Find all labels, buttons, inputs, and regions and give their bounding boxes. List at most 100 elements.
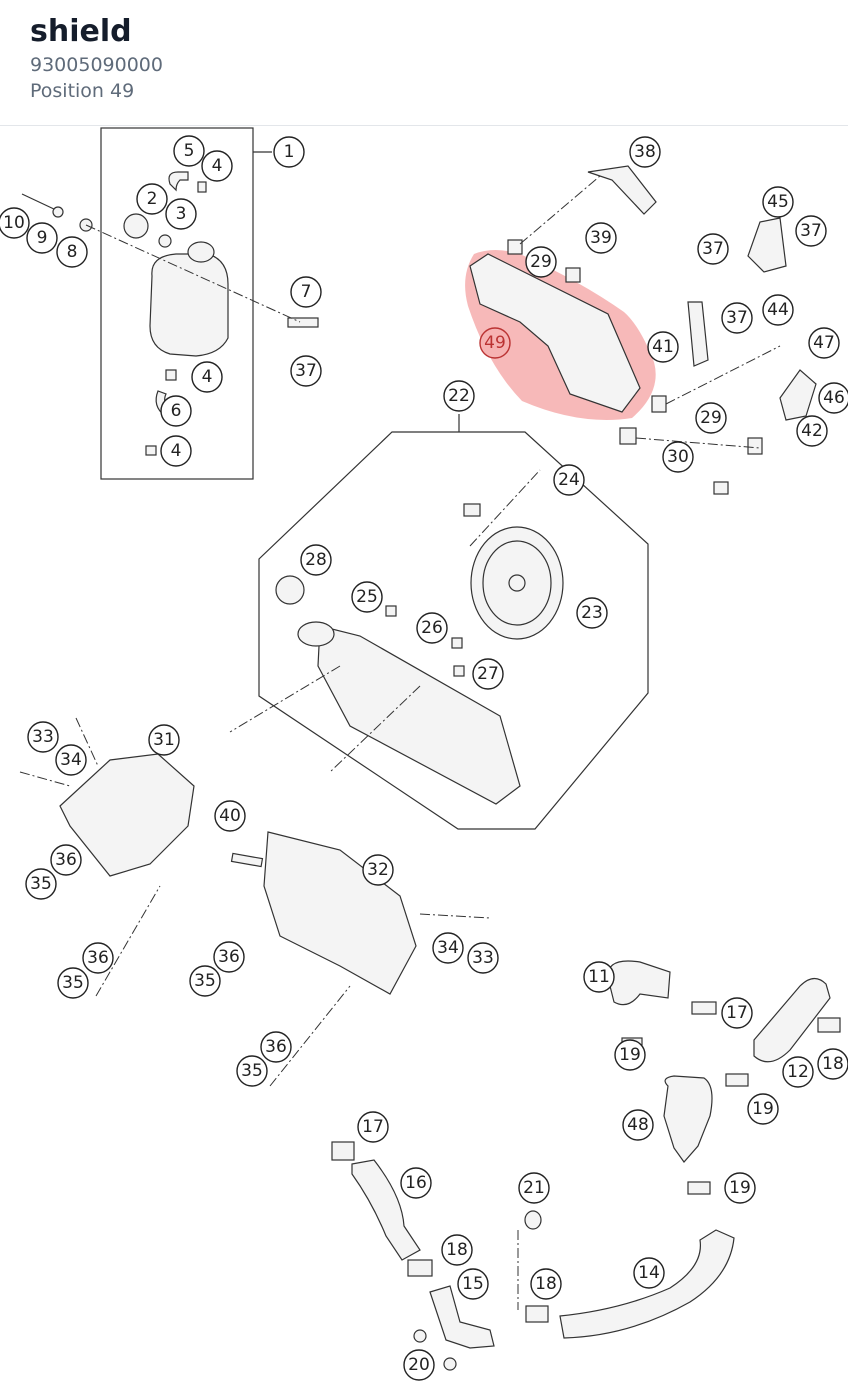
callout-42[interactable]: 42 — [796, 415, 828, 447]
callout-48[interactable]: 48 — [622, 1109, 654, 1141]
shield-49[interactable] — [469, 253, 641, 413]
bracket-45 — [747, 217, 787, 273]
callout-33[interactable]: 33 — [467, 942, 499, 974]
fan-connector — [463, 503, 481, 517]
callout-27[interactable]: 27 — [472, 658, 504, 690]
screw-26 — [451, 637, 463, 649]
callout-44[interactable]: 44 — [762, 294, 794, 326]
callout-4[interactable]: 4 — [191, 361, 223, 393]
radiator-core — [317, 625, 521, 805]
callout-45[interactable]: 45 — [762, 186, 794, 218]
rubber-mount-30 — [619, 427, 637, 445]
callout-5[interactable]: 5 — [173, 135, 205, 167]
callout-4[interactable]: 4 — [160, 435, 192, 467]
callout-46[interactable]: 46 — [818, 382, 848, 414]
callout-37[interactable]: 37 — [721, 302, 753, 334]
callout-17[interactable]: 17 — [357, 1111, 389, 1143]
callout-47[interactable]: 47 — [808, 327, 840, 359]
callout-37[interactable]: 37 — [697, 233, 729, 265]
callout-11[interactable]: 11 — [583, 961, 615, 993]
callout-31[interactable]: 31 — [148, 724, 180, 756]
callout-10[interactable]: 10 — [0, 207, 30, 239]
callout-35[interactable]: 35 — [57, 967, 89, 999]
callout-circle — [160, 395, 192, 427]
callout-label: 19 — [619, 1045, 641, 1065]
callout-37[interactable]: 37 — [795, 215, 827, 247]
callout-label: 2 — [147, 189, 158, 209]
callout-38[interactable]: 38 — [629, 136, 661, 168]
callout-label: 35 — [194, 971, 216, 991]
callout-6[interactable]: 6 — [160, 395, 192, 427]
callout-16[interactable]: 16 — [400, 1167, 432, 1199]
callout-18[interactable]: 18 — [441, 1234, 473, 1266]
callout-15[interactable]: 15 — [457, 1268, 489, 1300]
callout-label: 11 — [588, 967, 610, 987]
callout-40[interactable]: 40 — [214, 800, 246, 832]
callout-19[interactable]: 19 — [747, 1093, 779, 1125]
callout-7[interactable]: 7 — [290, 276, 322, 308]
callout-22[interactable]: 22 — [443, 380, 475, 412]
callout-2[interactable]: 2 — [136, 183, 168, 215]
callout-36[interactable]: 36 — [260, 1031, 292, 1063]
callout-36[interactable]: 36 — [50, 844, 82, 876]
callout-9[interactable]: 9 — [26, 222, 58, 254]
callout-18[interactable]: 18 — [817, 1048, 848, 1080]
callout-35[interactable]: 35 — [189, 965, 221, 997]
callout-label: 18 — [822, 1054, 844, 1074]
callout-14[interactable]: 14 — [633, 1257, 665, 1289]
callout-circle — [27, 721, 59, 753]
callout-30[interactable]: 30 — [662, 441, 694, 473]
callout-39[interactable]: 39 — [585, 222, 617, 254]
callout-circle — [443, 380, 475, 412]
callout-32[interactable]: 32 — [362, 854, 394, 886]
callout-34[interactable]: 34 — [432, 932, 464, 964]
callout-1[interactable]: 1 — [273, 136, 305, 168]
callout-21[interactable]: 21 — [518, 1172, 550, 1204]
hose-16 — [351, 1159, 421, 1261]
cover-bolt-leader-a — [75, 717, 99, 767]
callout-36[interactable]: 36 — [82, 942, 114, 974]
callout-35[interactable]: 35 — [236, 1055, 268, 1087]
callout-29[interactable]: 29 — [695, 402, 727, 434]
callout-label: 37 — [702, 239, 724, 259]
callout-24[interactable]: 24 — [553, 464, 585, 496]
callout-3[interactable]: 3 — [165, 198, 197, 230]
callout-label: 39 — [590, 228, 612, 248]
callout-33[interactable]: 33 — [27, 721, 59, 753]
callout-circle — [273, 136, 305, 168]
callout-label: 20 — [408, 1355, 430, 1375]
callout-8[interactable]: 8 — [56, 236, 88, 268]
callout-label: 34 — [437, 938, 459, 958]
callout-41[interactable]: 41 — [647, 331, 679, 363]
callout-circle — [747, 1093, 779, 1125]
callout-label: 17 — [362, 1117, 384, 1137]
tank-bolt — [21, 193, 57, 211]
callout-28[interactable]: 28 — [300, 544, 332, 576]
callout-25[interactable]: 25 — [351, 581, 383, 613]
callout-49[interactable] — [479, 327, 511, 359]
callout-34[interactable]: 34 — [55, 744, 87, 776]
callout-20[interactable]: 20 — [403, 1349, 435, 1381]
callout-17[interactable]: 17 — [721, 997, 753, 1029]
callout-37[interactable]: 37 — [290, 355, 322, 387]
callout-label: 31 — [153, 730, 175, 750]
callout-label: 14 — [638, 1263, 660, 1283]
side-cover-32 — [263, 831, 417, 995]
callout-18[interactable]: 18 — [530, 1268, 562, 1300]
callout-12[interactable]: 12 — [782, 1056, 814, 1088]
callout-19[interactable]: 19 — [724, 1172, 756, 1204]
thermostat-48 — [663, 1075, 713, 1163]
cover-bolt-leader-c — [95, 885, 161, 997]
callout-26[interactable]: 26 — [416, 612, 448, 644]
callout-36[interactable]: 36 — [213, 941, 245, 973]
callout-4[interactable]: 4 — [201, 150, 233, 182]
callout-35[interactable]: 35 — [25, 868, 57, 900]
callout-29[interactable]: 29 — [525, 246, 557, 278]
callout-circle — [56, 236, 88, 268]
callout-circle — [290, 355, 322, 387]
callout-19[interactable]: 19 — [614, 1039, 646, 1071]
screw-25 — [385, 605, 397, 617]
part-header: shield 93005090000 Position 49 — [0, 0, 848, 126]
callout-23[interactable]: 23 — [576, 597, 608, 629]
